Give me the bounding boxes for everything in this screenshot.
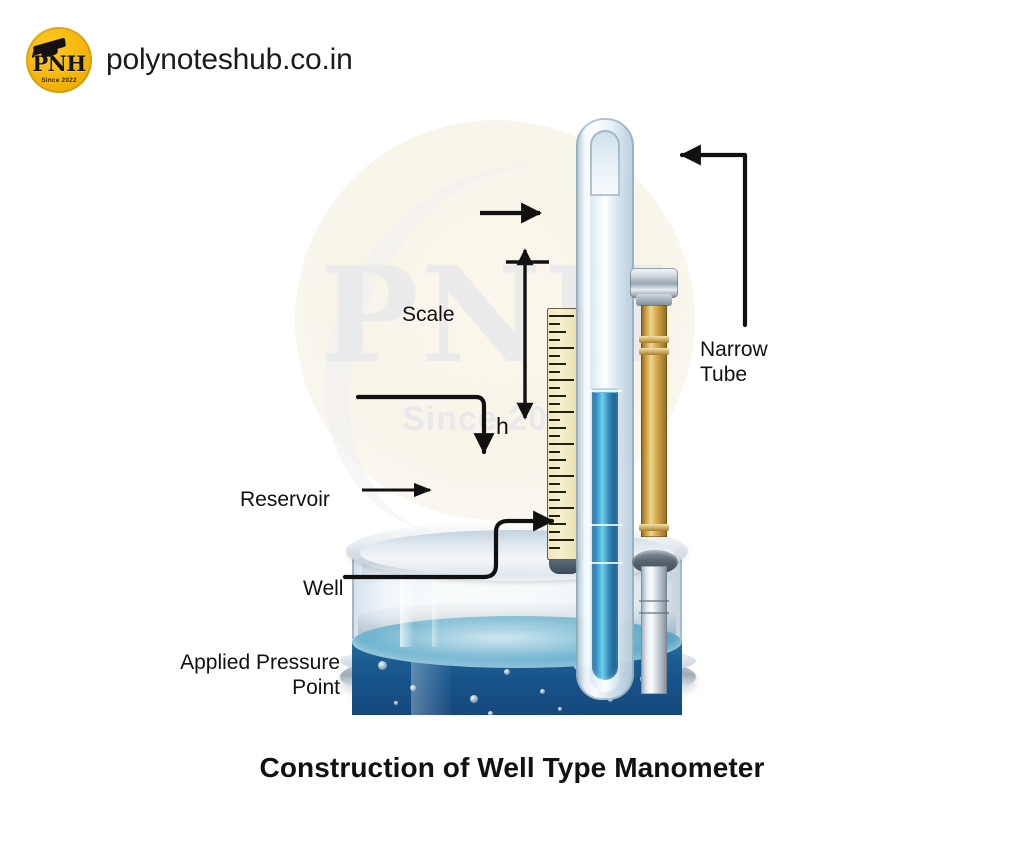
probe-seam-top [639,600,669,602]
well-type-manometer-illustration [0,100,1024,740]
brass-ring-upper2 [639,348,669,355]
logo-initials: PNH [32,51,86,76]
label-applied-pressure-point: Applied Pressure Point [180,651,340,699]
u-tube-bend [590,130,620,196]
dimension-h [506,248,549,420]
leader-narrow-tube [679,144,748,328]
column-tick-low [588,562,622,564]
cap-fitting-lip [636,294,672,306]
probe-seam-bottom [639,612,669,614]
label-reservoir: Reservoir [240,488,330,511]
glass-highlight-left2 [432,547,439,647]
site-name: polynoteshub.co.in [106,43,353,76]
figure-caption: Construction of Well Type Manometer [259,752,765,783]
annotation-layer [0,100,1024,740]
illustration-stage: PNH Since 2022 [0,100,1024,740]
label-scale: Scale [402,303,455,326]
column-tick-mid [588,524,622,526]
top-cap-fitting [630,268,678,298]
leader-reservoir [355,394,495,455]
leader-applied-pressure-point [342,510,555,580]
narrow-brass-tube [641,305,667,537]
manometer-liquid-column [592,388,618,680]
pnh-logo: PNH Since 2022 [26,27,92,93]
logo-since-text: Since 2022 [41,77,77,84]
label-height-h: h [496,413,509,439]
site-brand: PNH Since 2022 polynoteshub.co.in [26,27,353,93]
label-well: Well [303,577,344,600]
brass-ring-upper [639,336,669,343]
stainless-probe [641,566,667,694]
label-narrow-tube: Narrow Tube [700,338,768,386]
brass-ring-lower [639,524,669,531]
column-tick-top [588,390,622,392]
